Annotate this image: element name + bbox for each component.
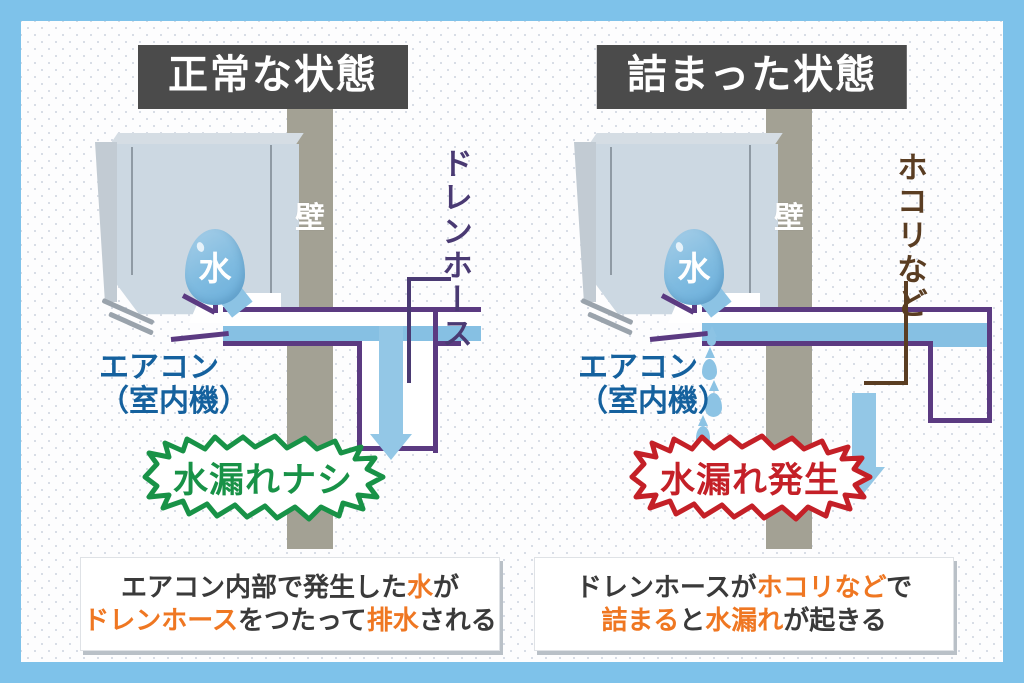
- hose-vertical-left: [357, 341, 362, 451]
- drain-hose-callout-label: ドレンホース: [437, 147, 472, 351]
- caption-seg-highlight: ホコリなど: [756, 571, 887, 602]
- water-bubble-label: 水: [198, 250, 232, 288]
- hose-elbow-upper: [692, 297, 697, 313]
- leak-drip-1: [707, 333, 716, 346]
- hose-core-white: [702, 312, 992, 323]
- hose-diagonal-lower: [649, 330, 708, 342]
- caption-seg: で: [886, 571, 913, 602]
- indoor-unit-label-clogged: エアコン （室内機）: [578, 351, 728, 418]
- leak-drip-3: [705, 393, 722, 417]
- hose-top-edge: [702, 307, 992, 312]
- caption-normal-text: エアコン内部で発生した水が ドレンホースをつたって排水される: [83, 571, 496, 638]
- caption-seg-highlight: 水: [406, 571, 433, 602]
- wall-label-clogged: 壁: [774, 202, 804, 235]
- badge-burst-shape: [629, 433, 873, 522]
- caption-seg: エアコン内部で発生した: [120, 571, 407, 602]
- indoor-unit-label-line1: エアコン: [578, 351, 698, 384]
- caption-seg: が: [433, 571, 460, 602]
- hose-bottom-edge: [702, 341, 932, 346]
- indoor-unit-label-line1: エアコン: [99, 351, 219, 384]
- caption-seg-highlight: 排水: [366, 605, 419, 635]
- flow-arrow-stem-normal: [379, 326, 403, 438]
- hose-vertical-right: [433, 307, 438, 453]
- badge-leak-occurs: 水漏れ発生: [622, 431, 878, 523]
- dust-bracket: [864, 281, 908, 385]
- wall-label-normal: 壁: [295, 202, 325, 235]
- caption-seg: ドレンホースが: [575, 571, 757, 602]
- bracket-vertical-line: [904, 281, 908, 385]
- hose-vertical-left: [928, 341, 933, 423]
- bracket-bottom-line: [864, 381, 908, 385]
- caption-seg-highlight: ドレンホース: [83, 605, 238, 635]
- panel-normal: 正常な状態 壁 水: [21, 21, 512, 662]
- unit-seam-right: [749, 145, 751, 325]
- panel-normal-banner: 正常な状態: [138, 45, 408, 109]
- bracket-top-line: [407, 277, 451, 281]
- drain-hose-clogged: [649, 289, 1010, 469]
- panel-clogged: 詰まった状態 壁 水: [512, 21, 1003, 662]
- panel-clogged-banner: 詰まった状態: [596, 45, 908, 109]
- badge-leak-occurs-label: 水漏れ発生: [659, 460, 840, 500]
- caption-seg: が起きる: [783, 605, 887, 635]
- caption-seg-highlight: 詰まる: [601, 605, 680, 635]
- indoor-unit-label-line2: （室内機）: [578, 384, 728, 418]
- unit-left-side: [95, 142, 117, 302]
- indoor-unit-normal: [95, 133, 305, 336]
- caption-clogged: ドレンホースがホコリなどで 詰まると水漏れが起きる: [534, 557, 954, 651]
- caption-clogged-text: ドレンホースがホコリなどで 詰まると水漏れが起きる: [576, 571, 912, 638]
- hose-vertical-cap: [928, 418, 992, 423]
- hose-diagonal-lower: [170, 330, 229, 342]
- drain-hose-bracket: [407, 277, 451, 383]
- unit-seam-left: [131, 147, 133, 275]
- hose-elbow-upper: [213, 297, 218, 313]
- caption-seg: される: [418, 605, 497, 635]
- hose-vertical-right: [987, 307, 992, 423]
- dust-callout-label: ホコリなど: [892, 151, 927, 321]
- hose-vertical-water: [933, 323, 987, 347]
- indoor-unit-label-normal: エアコン （室内機）: [99, 351, 249, 418]
- caption-normal: エアコン内部で発生した水が ドレンホースをつたって排水される: [80, 557, 500, 651]
- hose-top-edge: [223, 307, 481, 312]
- caption-seg: と: [679, 605, 706, 635]
- caption-seg-highlight: 水漏れ: [705, 605, 784, 635]
- badge-burst-shape: [142, 433, 386, 522]
- water-bubble-label: 水: [677, 250, 711, 288]
- water-bubble-clogged: 水: [664, 229, 724, 305]
- hose-bottom-edge: [223, 341, 461, 346]
- unit-seam-left: [610, 147, 612, 275]
- bracket-vertical-line: [407, 277, 411, 383]
- leak-drip-2: [702, 359, 717, 380]
- badge-no-leak-label: 水漏れナシ: [172, 460, 353, 500]
- hose-core-white: [223, 312, 481, 326]
- unit-left-side: [574, 142, 596, 302]
- unit-seam-right: [270, 145, 272, 325]
- hose-water-flow: [223, 326, 481, 341]
- hose-water-filled: [702, 323, 992, 341]
- water-bubble-normal: 水: [185, 229, 245, 305]
- indoor-unit-label-line2: （室内機）: [99, 384, 249, 418]
- caption-seg: をつたって: [237, 605, 367, 635]
- flow-arrow-head-normal: [370, 434, 412, 460]
- badge-no-leak: 水漏れナシ: [135, 431, 391, 523]
